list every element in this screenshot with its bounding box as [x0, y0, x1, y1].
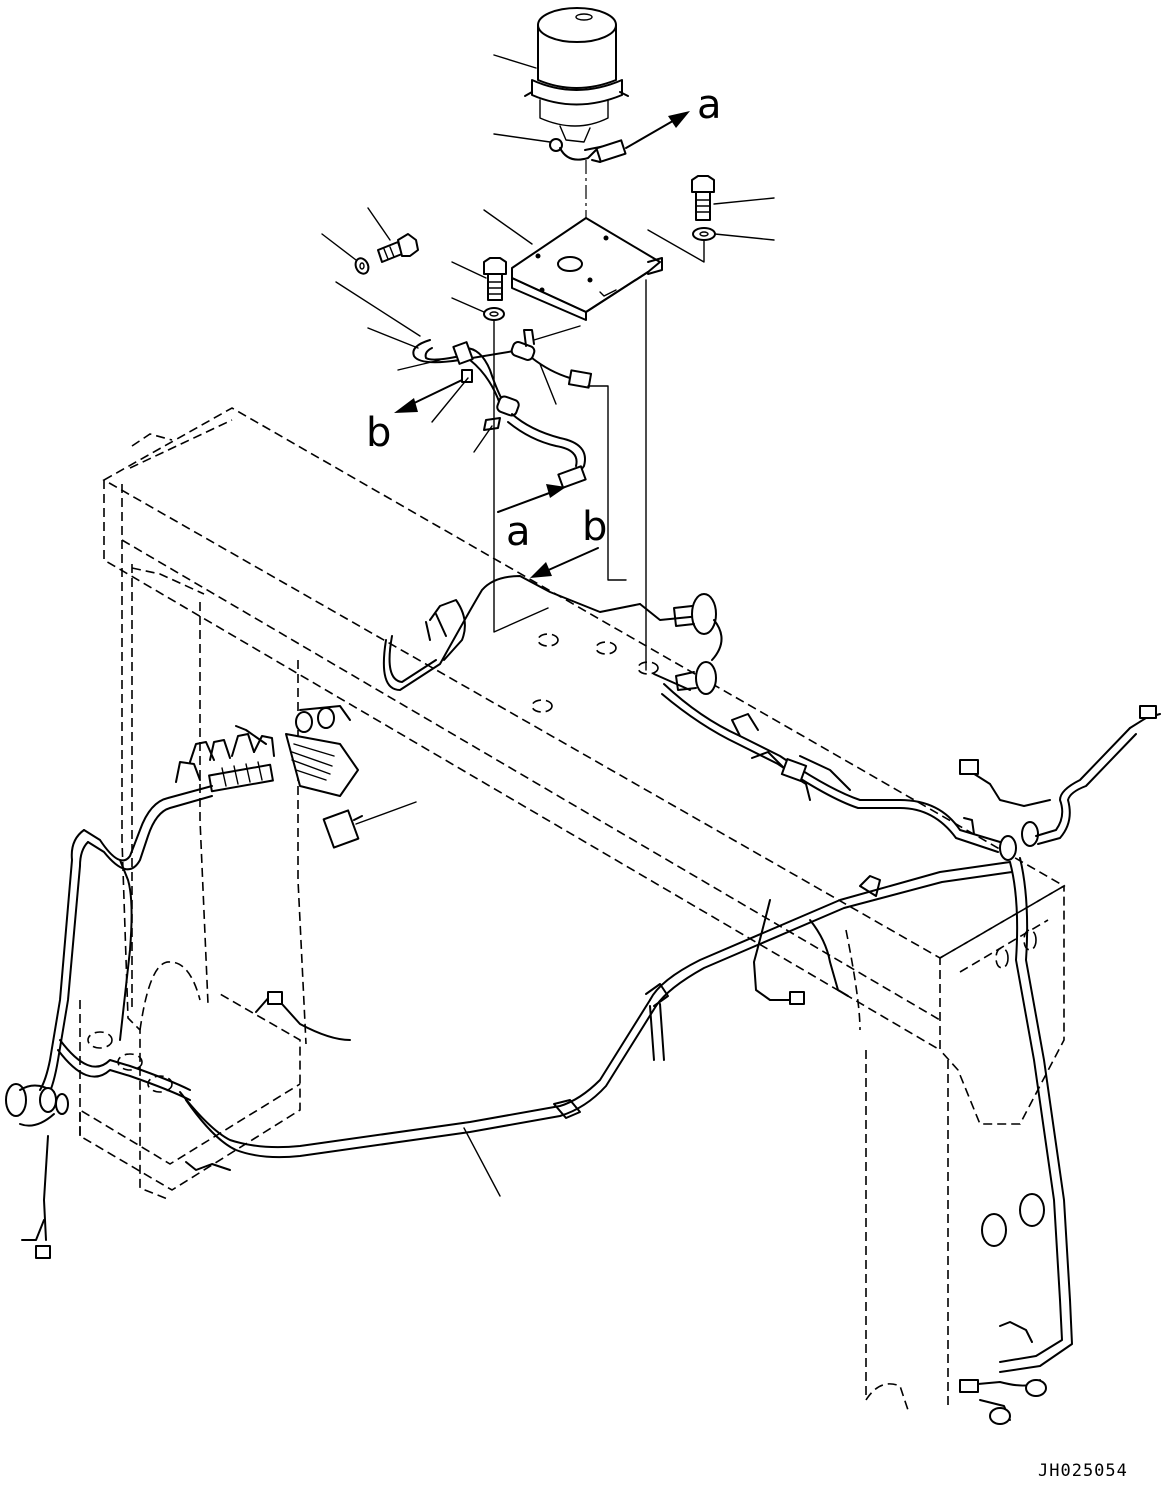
- main-harness: [5, 575, 1161, 1425]
- assembly-line-down-1: [493, 319, 549, 633]
- callout-a-bottom: a: [506, 509, 531, 555]
- lamp-bracket: [511, 217, 663, 321]
- leader-harness-2: [397, 359, 441, 371]
- assembly-line-left: [335, 281, 421, 337]
- leader-lamp: [493, 54, 537, 69]
- leader-harness-5: [533, 325, 581, 341]
- leader-connector: [355, 801, 417, 825]
- leader-harness-3: [431, 377, 469, 423]
- sub-harness: [412, 329, 593, 489]
- leader-harness-6: [539, 363, 557, 405]
- arrow-a-bottom: [497, 484, 566, 513]
- assembly-line-down-2: [587, 385, 627, 581]
- leader-bolt-left: [367, 207, 391, 241]
- leader-lamp-base: [493, 133, 551, 143]
- bolt-center: [483, 257, 507, 301]
- callout-a-top: a: [697, 82, 722, 128]
- beacon-lamp: [524, 7, 629, 163]
- bolt-right: [691, 175, 715, 221]
- leader-washer-right: [714, 233, 775, 241]
- bolt-left-horizontal: [377, 233, 419, 263]
- arrow-b-right: [530, 547, 599, 578]
- drawing-code: JH025054: [1038, 1461, 1128, 1481]
- arrow-a-top: [625, 111, 690, 149]
- washer-left: [354, 257, 370, 275]
- leader-washer-center: [451, 297, 485, 313]
- leader-harness-1: [367, 327, 419, 349]
- leader-bolt-right: [713, 197, 775, 205]
- washer-right: [692, 227, 716, 241]
- leader-main-harness: [463, 1127, 501, 1197]
- washer-center: [483, 307, 505, 321]
- leader-bolt-center: [451, 261, 487, 279]
- callout-b-right: b: [582, 504, 607, 550]
- assembly-line-right: [647, 229, 705, 263]
- callout-b-left: b: [366, 410, 391, 456]
- leader-harness-4: [473, 425, 493, 453]
- arrow-b-left: [394, 379, 463, 413]
- cab-frame: [79, 407, 1066, 1411]
- leader-bracket: [483, 209, 533, 245]
- leader-washer-left: [321, 233, 357, 261]
